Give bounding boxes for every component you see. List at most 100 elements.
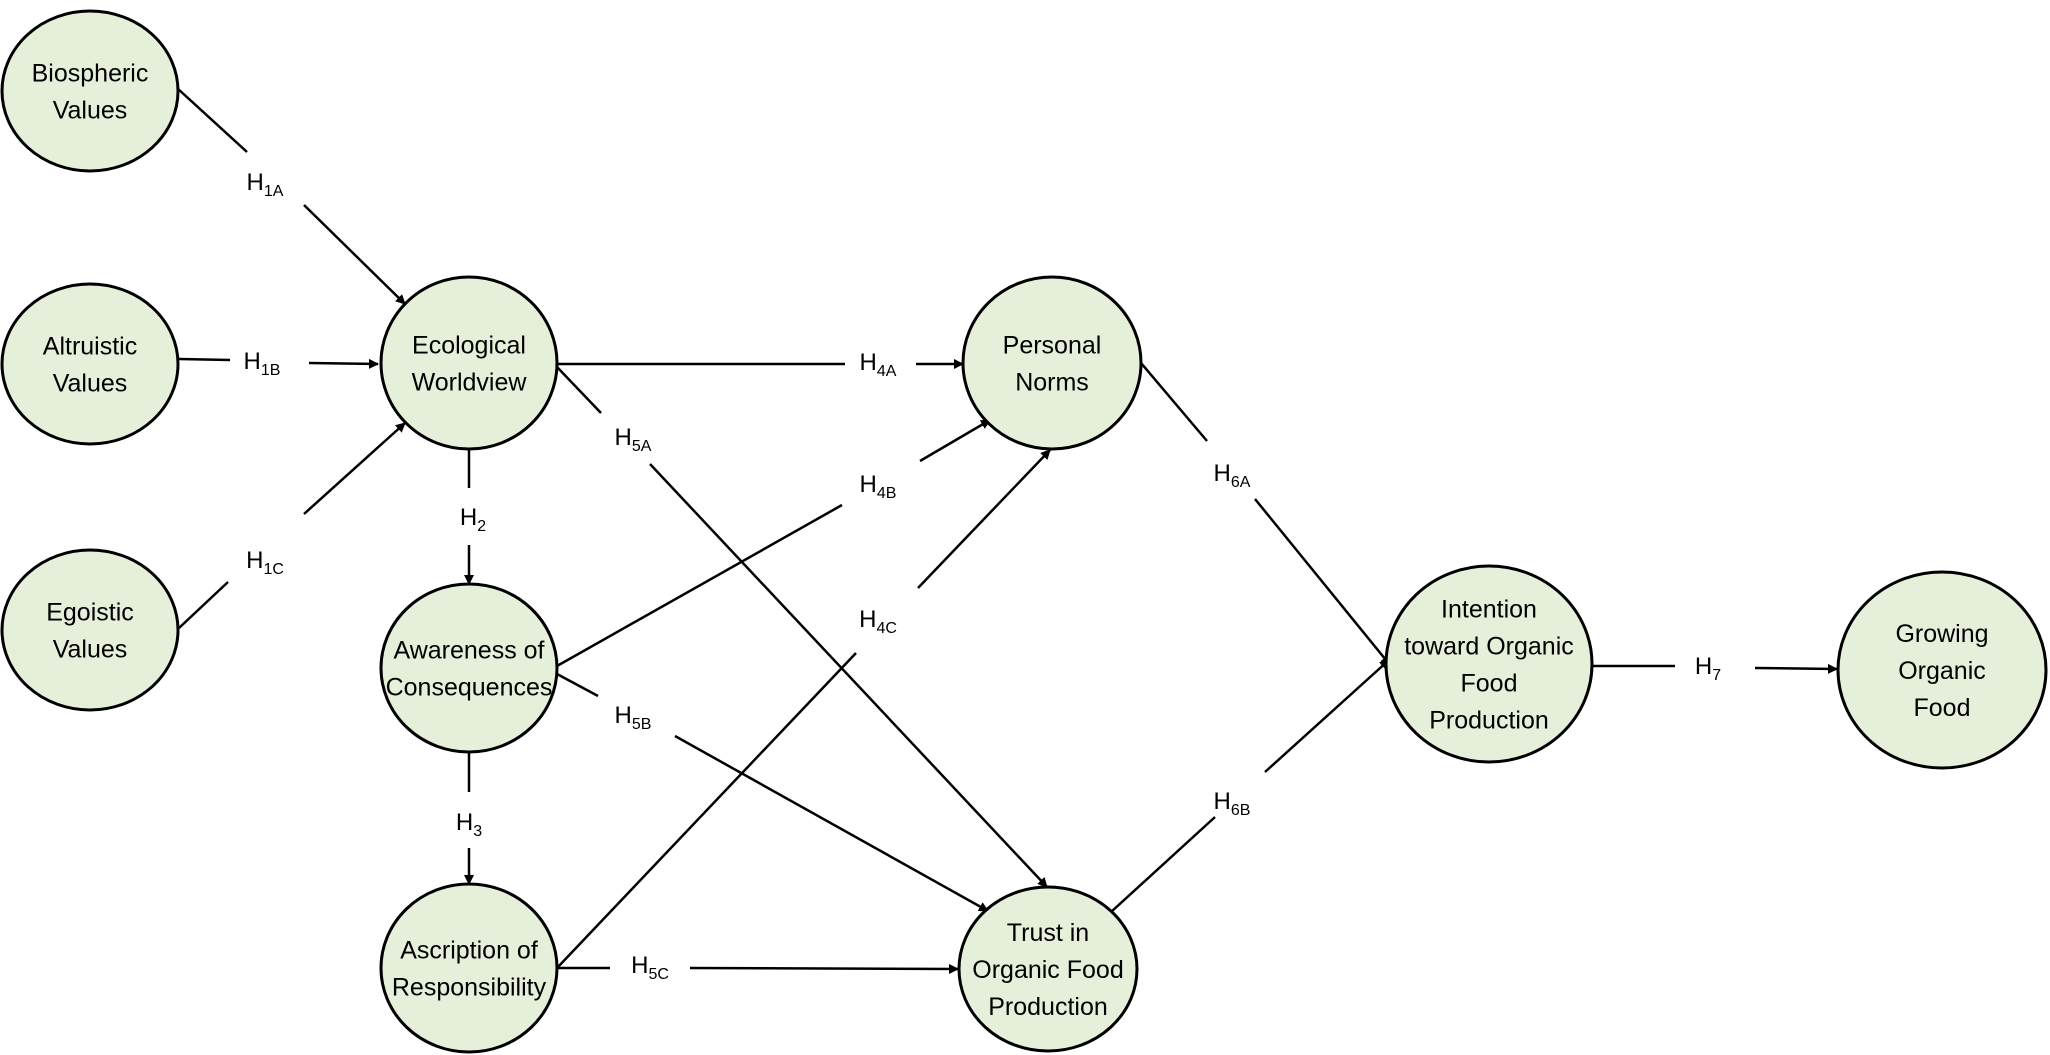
edge-h4c-arrow: [917, 449, 1051, 589]
edge-label-h7: H7: [1695, 653, 1721, 684]
node-awareness-label-line: Awareness of: [393, 637, 544, 665]
edge-label-h1a-subscript: 1A: [264, 183, 284, 200]
edge-label-h5a-subscript: 5A: [632, 438, 652, 455]
edge-label-h4a: H4A: [860, 349, 897, 380]
edge-label-h1c: H1C: [246, 547, 284, 578]
edge-label-h5c-main: H: [631, 952, 648, 979]
edge-label-h4b-main: H: [860, 471, 877, 498]
node-intention-circle: [1384, 564, 1594, 764]
edge-label-h5c: H5C: [631, 952, 669, 983]
edge-label-h3-main: H: [456, 809, 473, 836]
edge-label-h6a-subscript: 6A: [1231, 474, 1251, 491]
edge-h5b: [556, 672, 989, 913]
node-trust-label-line: Organic Food: [972, 956, 1123, 984]
edge-label-h4a-subscript: 4A: [877, 363, 897, 380]
node-ascription-circle: [379, 882, 559, 1054]
node-intention-label-line: toward Organic: [1404, 633, 1574, 661]
edge-h6a-segment-start: [1140, 362, 1208, 442]
edge-label-h4b-subscript: 4B: [877, 485, 897, 502]
edge-label-h4c: H4C: [859, 606, 897, 637]
edge-label-h6b-subscript: 6B: [1231, 802, 1251, 819]
node-growing-circle: [1836, 570, 2048, 770]
node-trust-label-line: Trust in: [1007, 919, 1089, 947]
node-egoistic-label-line: Egoistic: [46, 599, 134, 627]
edge-label-h5a-main: H: [615, 424, 632, 451]
edge-h5a: [556, 366, 1048, 888]
edge-label-h5a: H5A: [615, 424, 652, 455]
node-intention-label-line: Production: [1429, 707, 1549, 735]
edge-h1a-segment-start: [176, 87, 248, 153]
edge-h5a-arrow: [649, 463, 1048, 888]
edge-label-h3: H3: [456, 809, 482, 840]
edge-h4b-segment-start: [556, 503, 843, 668]
edge-h6a: [1140, 362, 1391, 666]
node-personal-label-line: Personal: [1003, 332, 1102, 360]
node-personal-circle: [961, 275, 1143, 451]
edge-label-h2-main: H: [460, 504, 477, 531]
edge-h6b: [1110, 659, 1390, 913]
edge-h4c: [556, 449, 1051, 969]
node-ecological-label-line: Worldview: [412, 369, 528, 397]
edge-label-h5b-main: H: [615, 702, 632, 729]
node-growing-label-line: Food: [1914, 694, 1971, 722]
edge-h5c: [557, 963, 959, 974]
node-ecological-label-line: Ecological: [412, 332, 526, 360]
edge-h5b-arrow: [674, 734, 989, 913]
edge-label-h4a-main: H: [860, 349, 877, 376]
edge-label-h1a: H1A: [247, 169, 284, 200]
edge-label-h6b: H6B: [1214, 788, 1251, 819]
edge-label-h6a-main: H: [1214, 460, 1231, 487]
edge-label-h1a-main: H: [247, 169, 264, 196]
node-altruistic-circle: [0, 282, 180, 446]
edge-label-h7-main: H: [1695, 653, 1712, 680]
edge-h7: [1592, 663, 1838, 674]
node-egoistic-label-line: Values: [53, 636, 128, 664]
node-awareness-circle: [379, 582, 559, 754]
edge-h5b-segment-start: [556, 672, 599, 698]
edge-h1a-arrow: [303, 204, 406, 305]
edge-label-h1c-subscript: 1C: [263, 561, 283, 578]
edge-label-h1b-subscript: 1B: [261, 362, 281, 379]
edge-h4b: [556, 418, 991, 668]
edge-label-h2: H2: [460, 504, 486, 535]
node-trust-circle: [957, 885, 1139, 1053]
node-biospheric-label-line: Biospheric: [32, 60, 149, 88]
edge-h1c: [178, 422, 406, 629]
node-ascription-label-line: Ascription of: [400, 937, 538, 965]
edge-h7-arrow: [1754, 663, 1838, 674]
edge-label-h4b: H4B: [860, 471, 897, 502]
edge-label-h5b-subscript: 5B: [632, 716, 652, 733]
node-growing-label-line: Organic: [1898, 657, 1986, 685]
node-egoistic-circle: [0, 548, 180, 712]
edge-h5c-arrow: [689, 963, 959, 974]
edge-label-h6a: H6A: [1214, 460, 1251, 491]
node-altruistic-label-line: Values: [53, 370, 128, 398]
edge-label-h2-subscript: 2: [477, 518, 486, 535]
edge-h6b-arrow: [1264, 659, 1390, 773]
edge-h1b-arrow: [308, 358, 379, 369]
edge-h1b-segment-start: [178, 357, 231, 362]
edge-label-h5c-subscript: 5C: [648, 966, 668, 983]
edge-label-h4c-main: H: [859, 606, 876, 633]
edge-h6a-arrow: [1254, 498, 1391, 666]
node-trust-label-line: Production: [988, 993, 1108, 1021]
edge-label-h3-subscript: 3: [473, 823, 482, 840]
edge-h1c-segment-start: [178, 581, 229, 629]
edge-label-h1b: H1B: [244, 348, 281, 379]
